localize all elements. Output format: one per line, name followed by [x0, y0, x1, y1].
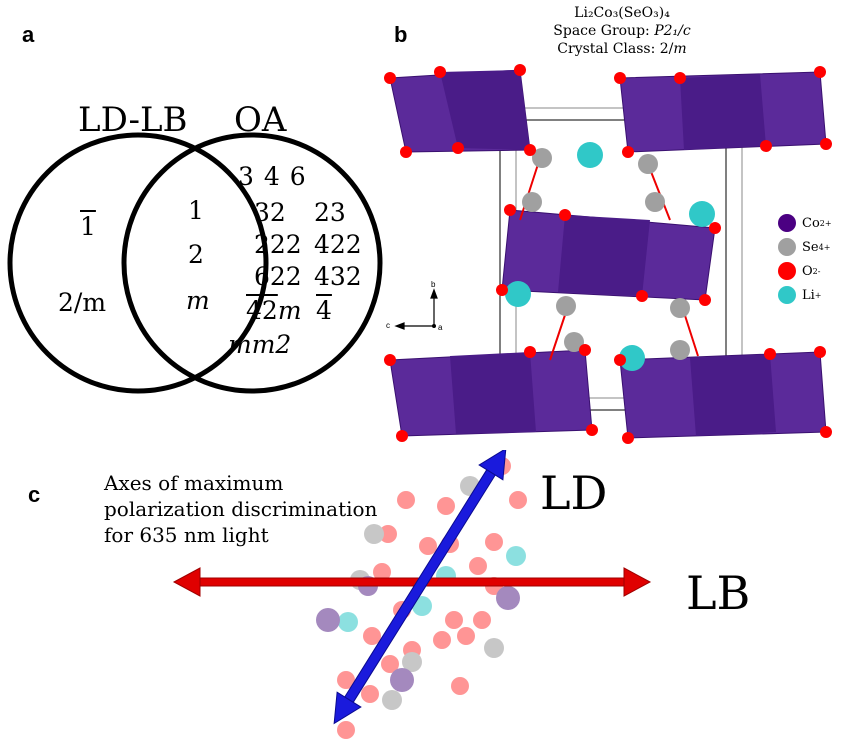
- symbol-1: 1: [188, 196, 204, 225]
- symbol-422: 422: [314, 230, 362, 259]
- symbol-2-over-m: 2/m: [58, 288, 107, 317]
- panel-label-c: c: [28, 482, 41, 507]
- venn-diagram: [7, 132, 383, 394]
- symbol-4bar: 4: [316, 296, 332, 325]
- venn-left-circle: [7, 132, 269, 394]
- crystal-formula: Li₂Co₃(SeO₃)₄: [574, 5, 670, 21]
- axes-caption: Axes of maximum polarization discriminat…: [104, 471, 378, 547]
- legend-li: Li+: [778, 286, 832, 304]
- se-dot-icon: [778, 238, 796, 256]
- venn-right-title: OA: [234, 100, 287, 140]
- symbol-1-bar: 1: [80, 212, 96, 241]
- polarization-axes-image: [172, 450, 652, 739]
- crystal-structure-image: [384, 64, 832, 444]
- symbols-3-4-6: 3 4 6: [238, 162, 306, 191]
- ld-arrow: [333, 450, 507, 725]
- symbol-23: 23: [314, 198, 346, 227]
- co-dot-icon: [778, 214, 796, 232]
- lb-label: LB: [686, 566, 751, 620]
- symbol-622: 622: [254, 262, 302, 291]
- axis-label-a: a: [438, 323, 443, 332]
- o-dot-icon: [778, 262, 796, 280]
- ld-label: LD: [540, 466, 608, 520]
- symbol-222: 222: [254, 230, 302, 259]
- venn-right-circle: [121, 132, 383, 394]
- symbol-m: m: [186, 286, 210, 315]
- symbol-2: 2: [188, 240, 204, 269]
- symbol-4bar-2m: 42m: [246, 296, 302, 325]
- axis-label-c: c: [386, 321, 390, 330]
- li-dot-icon: [778, 286, 796, 304]
- crystal-class: Crystal Class: 2/m: [557, 41, 687, 57]
- panel-label-a: a: [22, 22, 35, 47]
- symbol-mm2: mm2: [228, 330, 292, 359]
- panel-label-b: b: [394, 22, 408, 47]
- symbol-32: 32: [254, 198, 286, 227]
- axis-label-b: b: [431, 280, 436, 289]
- venn-left-title: LD-LB: [78, 100, 188, 140]
- space-group: Space Group: P2₁/c: [553, 23, 691, 39]
- symbol-432: 432: [314, 262, 362, 291]
- lb-arrow: [172, 567, 652, 597]
- crystal-header: Li₂Co₃(SeO₃)₄ Space Group: P2₁/c Crystal…: [512, 4, 732, 58]
